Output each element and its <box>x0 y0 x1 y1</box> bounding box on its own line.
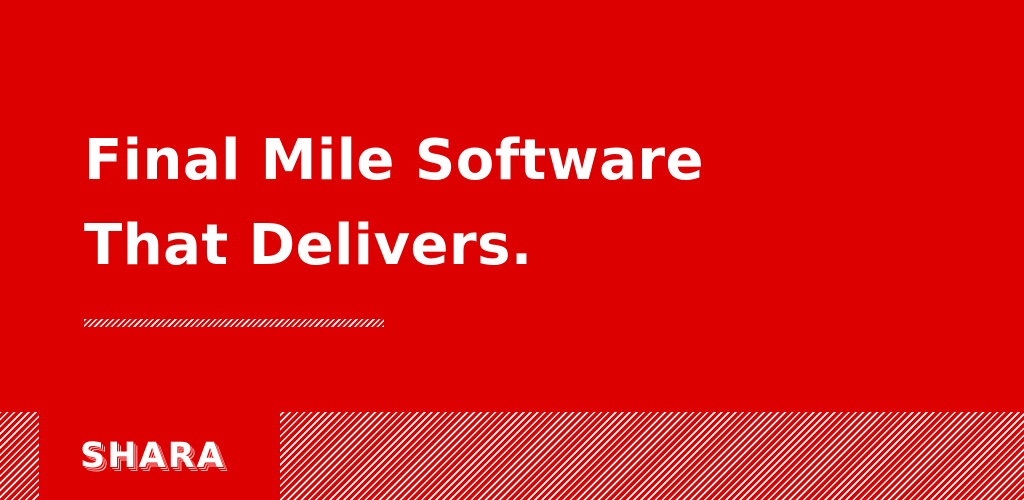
headline-line-1: Final Mile Software <box>84 128 704 193</box>
headline: Final Mile Software That Delivers. <box>84 118 984 288</box>
hatched-divider <box>84 319 384 327</box>
brand-logo-block <box>39 412 280 500</box>
brand-logo: SHARA <box>80 436 226 476</box>
headline-line-2: That Delivers. <box>84 213 533 278</box>
